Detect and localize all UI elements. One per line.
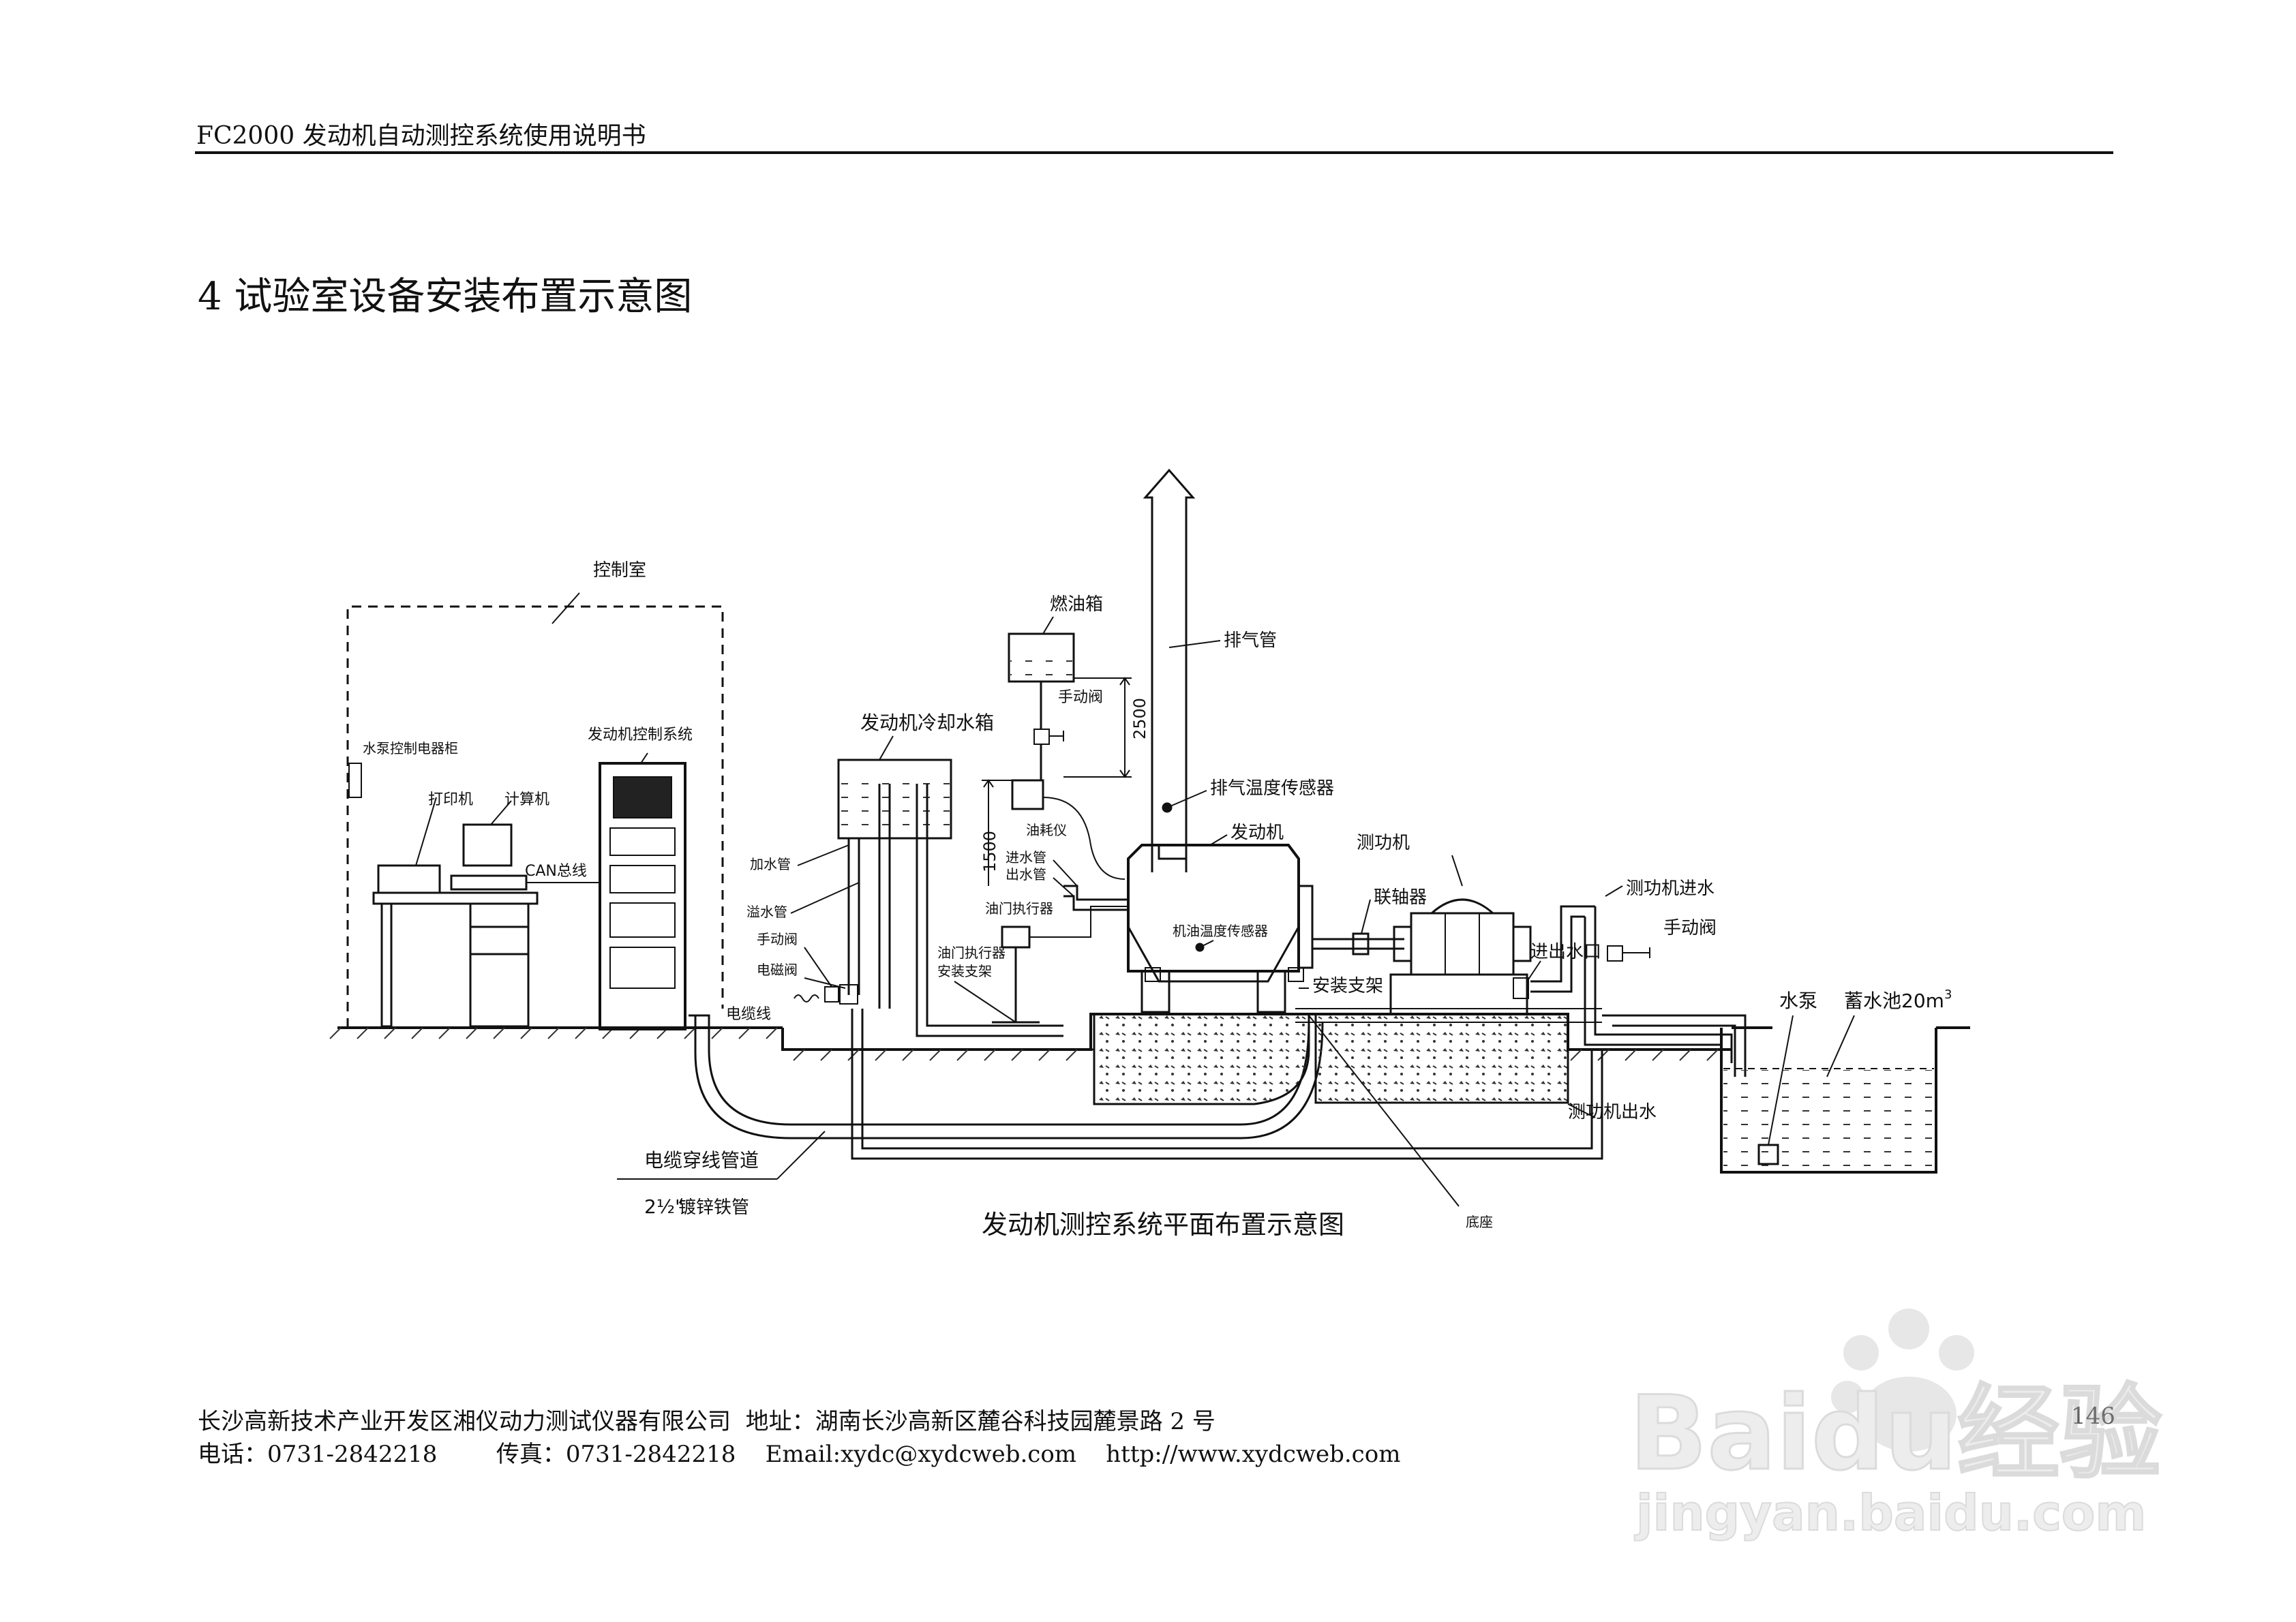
label-can-bus: CAN总线 bbox=[525, 863, 587, 880]
label-manual-valve-top: 手动阀 bbox=[1058, 689, 1103, 706]
engine-foundation bbox=[1093, 1013, 1310, 1105]
desk bbox=[372, 823, 539, 1028]
label-overflow: 溢水管 bbox=[746, 904, 787, 920]
fuel-meter bbox=[1011, 779, 1044, 810]
label-cable: 电缆线 bbox=[726, 1006, 771, 1023]
label-dyno-inlet: 测功机进水 bbox=[1626, 878, 1715, 899]
label-printer: 打印机 bbox=[428, 791, 473, 808]
label-coupling: 联轴器 bbox=[1374, 887, 1427, 908]
header-title: FC2000 发动机自动测控系统使用说明书 bbox=[196, 122, 646, 150]
watermark-domain: jingyan.baidu.com bbox=[1634, 1484, 2146, 1542]
label-solenoid-valve: 电磁阀 bbox=[757, 962, 798, 978]
baidu-watermark: Baidu经验 jingyan.baidu.com bbox=[1629, 1309, 2163, 1542]
dynamometer bbox=[1389, 898, 1532, 1015]
label-water-io: 进出水口 bbox=[1530, 942, 1601, 962]
label-dyno-outlet: 测功机出水 bbox=[1568, 1102, 1657, 1122]
coupling bbox=[1352, 932, 1370, 955]
control-room-boundary bbox=[346, 605, 724, 1028]
throttle-actuator bbox=[1001, 925, 1031, 949]
label-exhaust-temp-sensor: 排气温度传感器 bbox=[1210, 778, 1334, 799]
pump-cabinet-symbol bbox=[348, 763, 362, 798]
layout-diagram: 控制室 水泵控制电器柜 打印机 计算机 CAN总线 发动机控制系统 电缆线 电缆… bbox=[329, 468, 1970, 1240]
label-pump-cabinet: 水泵控制电器柜 bbox=[363, 740, 458, 756]
label-manual-valve-left: 手动阀 bbox=[757, 931, 798, 947]
label-cable-conduit: 电缆穿线管道 bbox=[644, 1149, 759, 1172]
label-fuel-tank: 燃油箱 bbox=[1050, 594, 1103, 615]
manual-valve-top bbox=[1033, 729, 1050, 745]
engine bbox=[1127, 844, 1314, 1013]
label-inlet-pipe: 进水管 bbox=[1006, 849, 1046, 866]
label-reservoir-sup: 3 bbox=[1944, 988, 1952, 1002]
label-water-pump: 水泵 bbox=[1779, 990, 1817, 1012]
dim-1500: 1500 bbox=[980, 831, 999, 872]
label-reservoir: 蓄水池20m bbox=[1844, 990, 1944, 1012]
label-control-system: 发动机控制系统 bbox=[588, 726, 693, 744]
header-rule bbox=[195, 151, 2113, 154]
label-add-water: 加水管 bbox=[750, 856, 791, 872]
footer-address: 长沙高新技术产业开发区湘仪动力测试仪器有限公司 地址：湖南长沙高新区麓谷科技园麓… bbox=[198, 1408, 1215, 1435]
label-exhaust-pipe: 排气管 bbox=[1224, 630, 1277, 651]
label-mount-bracket: 安装支架 bbox=[1312, 976, 1383, 996]
label-throttle-bracket-1: 油门执行器 bbox=[937, 945, 1006, 961]
label-fuel-meter: 油耗仪 bbox=[1026, 822, 1067, 838]
solenoid-valve bbox=[839, 984, 858, 1005]
label-outlet-pipe: 出水管 bbox=[1006, 866, 1046, 883]
dim-2500: 2500 bbox=[1130, 698, 1149, 739]
watermark-brand: Baidu经验 bbox=[1629, 1375, 2162, 1493]
label-computer: 计算机 bbox=[504, 791, 549, 808]
coolant-tank bbox=[837, 759, 952, 840]
manual-valve-right bbox=[1607, 945, 1623, 962]
label-throttle-bracket-2: 安装支架 bbox=[937, 963, 992, 979]
label-throttle-actuator: 油门执行器 bbox=[985, 900, 1053, 917]
keyboard-symbol bbox=[450, 874, 528, 891]
label-control-room: 控制室 bbox=[593, 560, 646, 581]
reservoir bbox=[1720, 1028, 1937, 1174]
manual-valve-left bbox=[824, 986, 839, 1003]
dyno-foundation bbox=[1314, 1013, 1569, 1104]
label-coolant-tank: 发动机冷却水箱 bbox=[860, 711, 994, 734]
section-title: 4 试验室设备安装布置示意图 bbox=[198, 275, 693, 319]
control-room-leader bbox=[552, 592, 580, 624]
label-galv-pipe: 镀锌铁管 bbox=[678, 1197, 749, 1218]
label-engine: 发动机 bbox=[1230, 823, 1284, 843]
label-oil-temp-sensor: 机油温度传感器 bbox=[1173, 923, 1268, 939]
monitor-symbol bbox=[462, 823, 513, 867]
printer-symbol bbox=[377, 864, 441, 894]
label-foundation: 底座 bbox=[1466, 1214, 1493, 1230]
exhaust-pipe bbox=[1143, 468, 1196, 872]
diagram-caption: 发动机测控系统平面布置示意图 bbox=[982, 1210, 1344, 1240]
footer-contact: 电话：0731-2842218 传真：0731-2842218 Email:xy… bbox=[198, 1441, 1401, 1468]
paw-icon bbox=[1831, 1309, 1974, 1452]
ground-line bbox=[337, 1013, 1970, 1051]
label-manual-valve-right: 手动阀 bbox=[1663, 918, 1717, 938]
control-cabinet bbox=[599, 762, 686, 1030]
page-number: 146 bbox=[2071, 1403, 2115, 1430]
label-dynamometer: 测功机 bbox=[1357, 833, 1410, 853]
label-galv-size: 2½" bbox=[644, 1195, 684, 1218]
